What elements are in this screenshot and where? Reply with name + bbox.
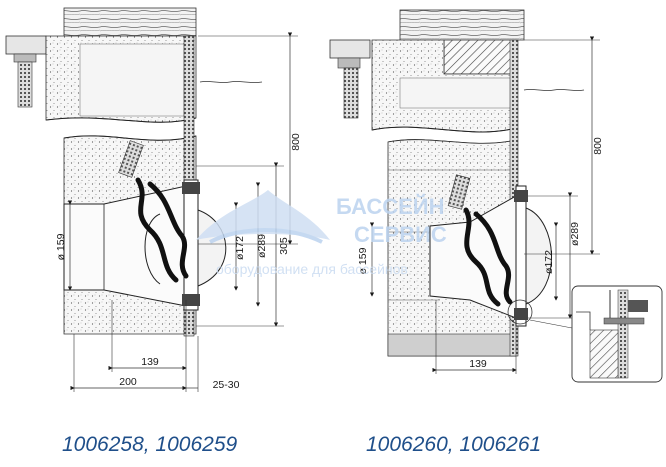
cable-right [447, 174, 471, 210]
dim-length-inner-left: 139 [141, 356, 159, 368]
lamp-lens-right [525, 207, 552, 305]
water-surface-right [523, 89, 585, 91]
watermark-title-1: БАССЕЙН [336, 194, 444, 219]
watermark-logo-icon [196, 190, 330, 240]
figure-right: 800 ø 159 ø172 ø289 139 1006260, 1006261 [329, 9, 663, 456]
watermark-subtitle: оборудование для бассейнов [216, 261, 408, 277]
caption-right: 1006260, 1006261 [366, 433, 541, 456]
flange-right [515, 185, 527, 327]
dim-diameter-flange-left: ø289 [256, 234, 268, 258]
figure-left: 800 ø 159 ø172 ø289 305 139 200 25-30 10… [5, 7, 302, 456]
watermark: БАССЕЙН СЕРВИС оборудование для бассейно… [196, 190, 447, 277]
dim-length-total-left: 200 [119, 376, 137, 388]
water-surface-left [199, 81, 263, 83]
cable-gland-right [343, 67, 359, 119]
dim-length-inner-right: 139 [469, 358, 487, 370]
deck-tiles [63, 7, 197, 37]
skimmer-head-right [329, 39, 371, 59]
dim-diameter-inner-left: ø172 [234, 236, 246, 260]
detail-inset [571, 285, 663, 383]
dim-diameter-outer-left: ø 159 [55, 233, 67, 260]
dim-height-left: 800 [290, 133, 302, 151]
dim-diameter-flange-right: ø289 [569, 222, 581, 246]
caption-left: 1006258, 1006259 [62, 433, 237, 456]
dim-height-right: 800 [592, 137, 604, 155]
beam-right [443, 39, 517, 75]
dim-diameter-inner-right: ø172 [543, 250, 555, 274]
skimmer-head-left [5, 35, 47, 55]
cable-gland-left [17, 61, 33, 108]
watermark-title-2: СЕРВИС [354, 222, 447, 247]
deck-board-right [399, 9, 525, 41]
dim-span-left: 305 [278, 237, 290, 255]
cable-left [118, 140, 144, 178]
dim-diameter-outer-right: ø 159 [357, 247, 369, 274]
dim-wall-range-left: 25-30 [213, 379, 240, 391]
